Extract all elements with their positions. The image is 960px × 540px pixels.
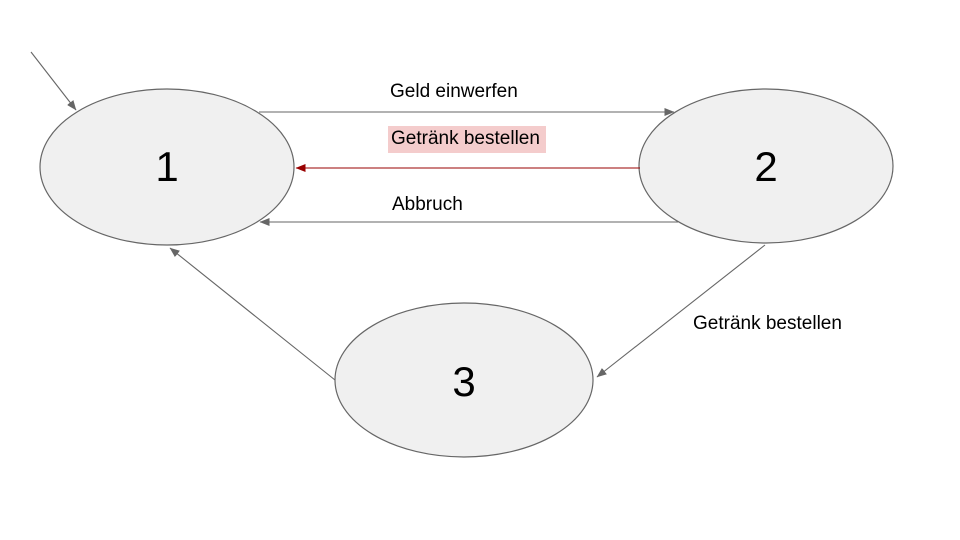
transition-2-1-abort-label: Abbruch bbox=[392, 194, 463, 215]
transition-1-2-label: Geld einwerfen bbox=[390, 81, 518, 102]
transition-3-1-line bbox=[169, 247, 336, 381]
state-1-ellipse bbox=[39, 88, 295, 246]
transition-2-3-line bbox=[596, 244, 766, 378]
transition-2-3-label: Getränk bestellen bbox=[693, 313, 842, 334]
state-2-ellipse bbox=[638, 88, 894, 244]
transition-2-1-order-label: Getränk bestellen bbox=[388, 126, 546, 153]
initial-arrow-line bbox=[30, 51, 77, 111]
state-1-label: 1 bbox=[155, 143, 179, 190]
state-2-label: 2 bbox=[754, 143, 778, 190]
state-3-label: 3 bbox=[452, 358, 476, 405]
